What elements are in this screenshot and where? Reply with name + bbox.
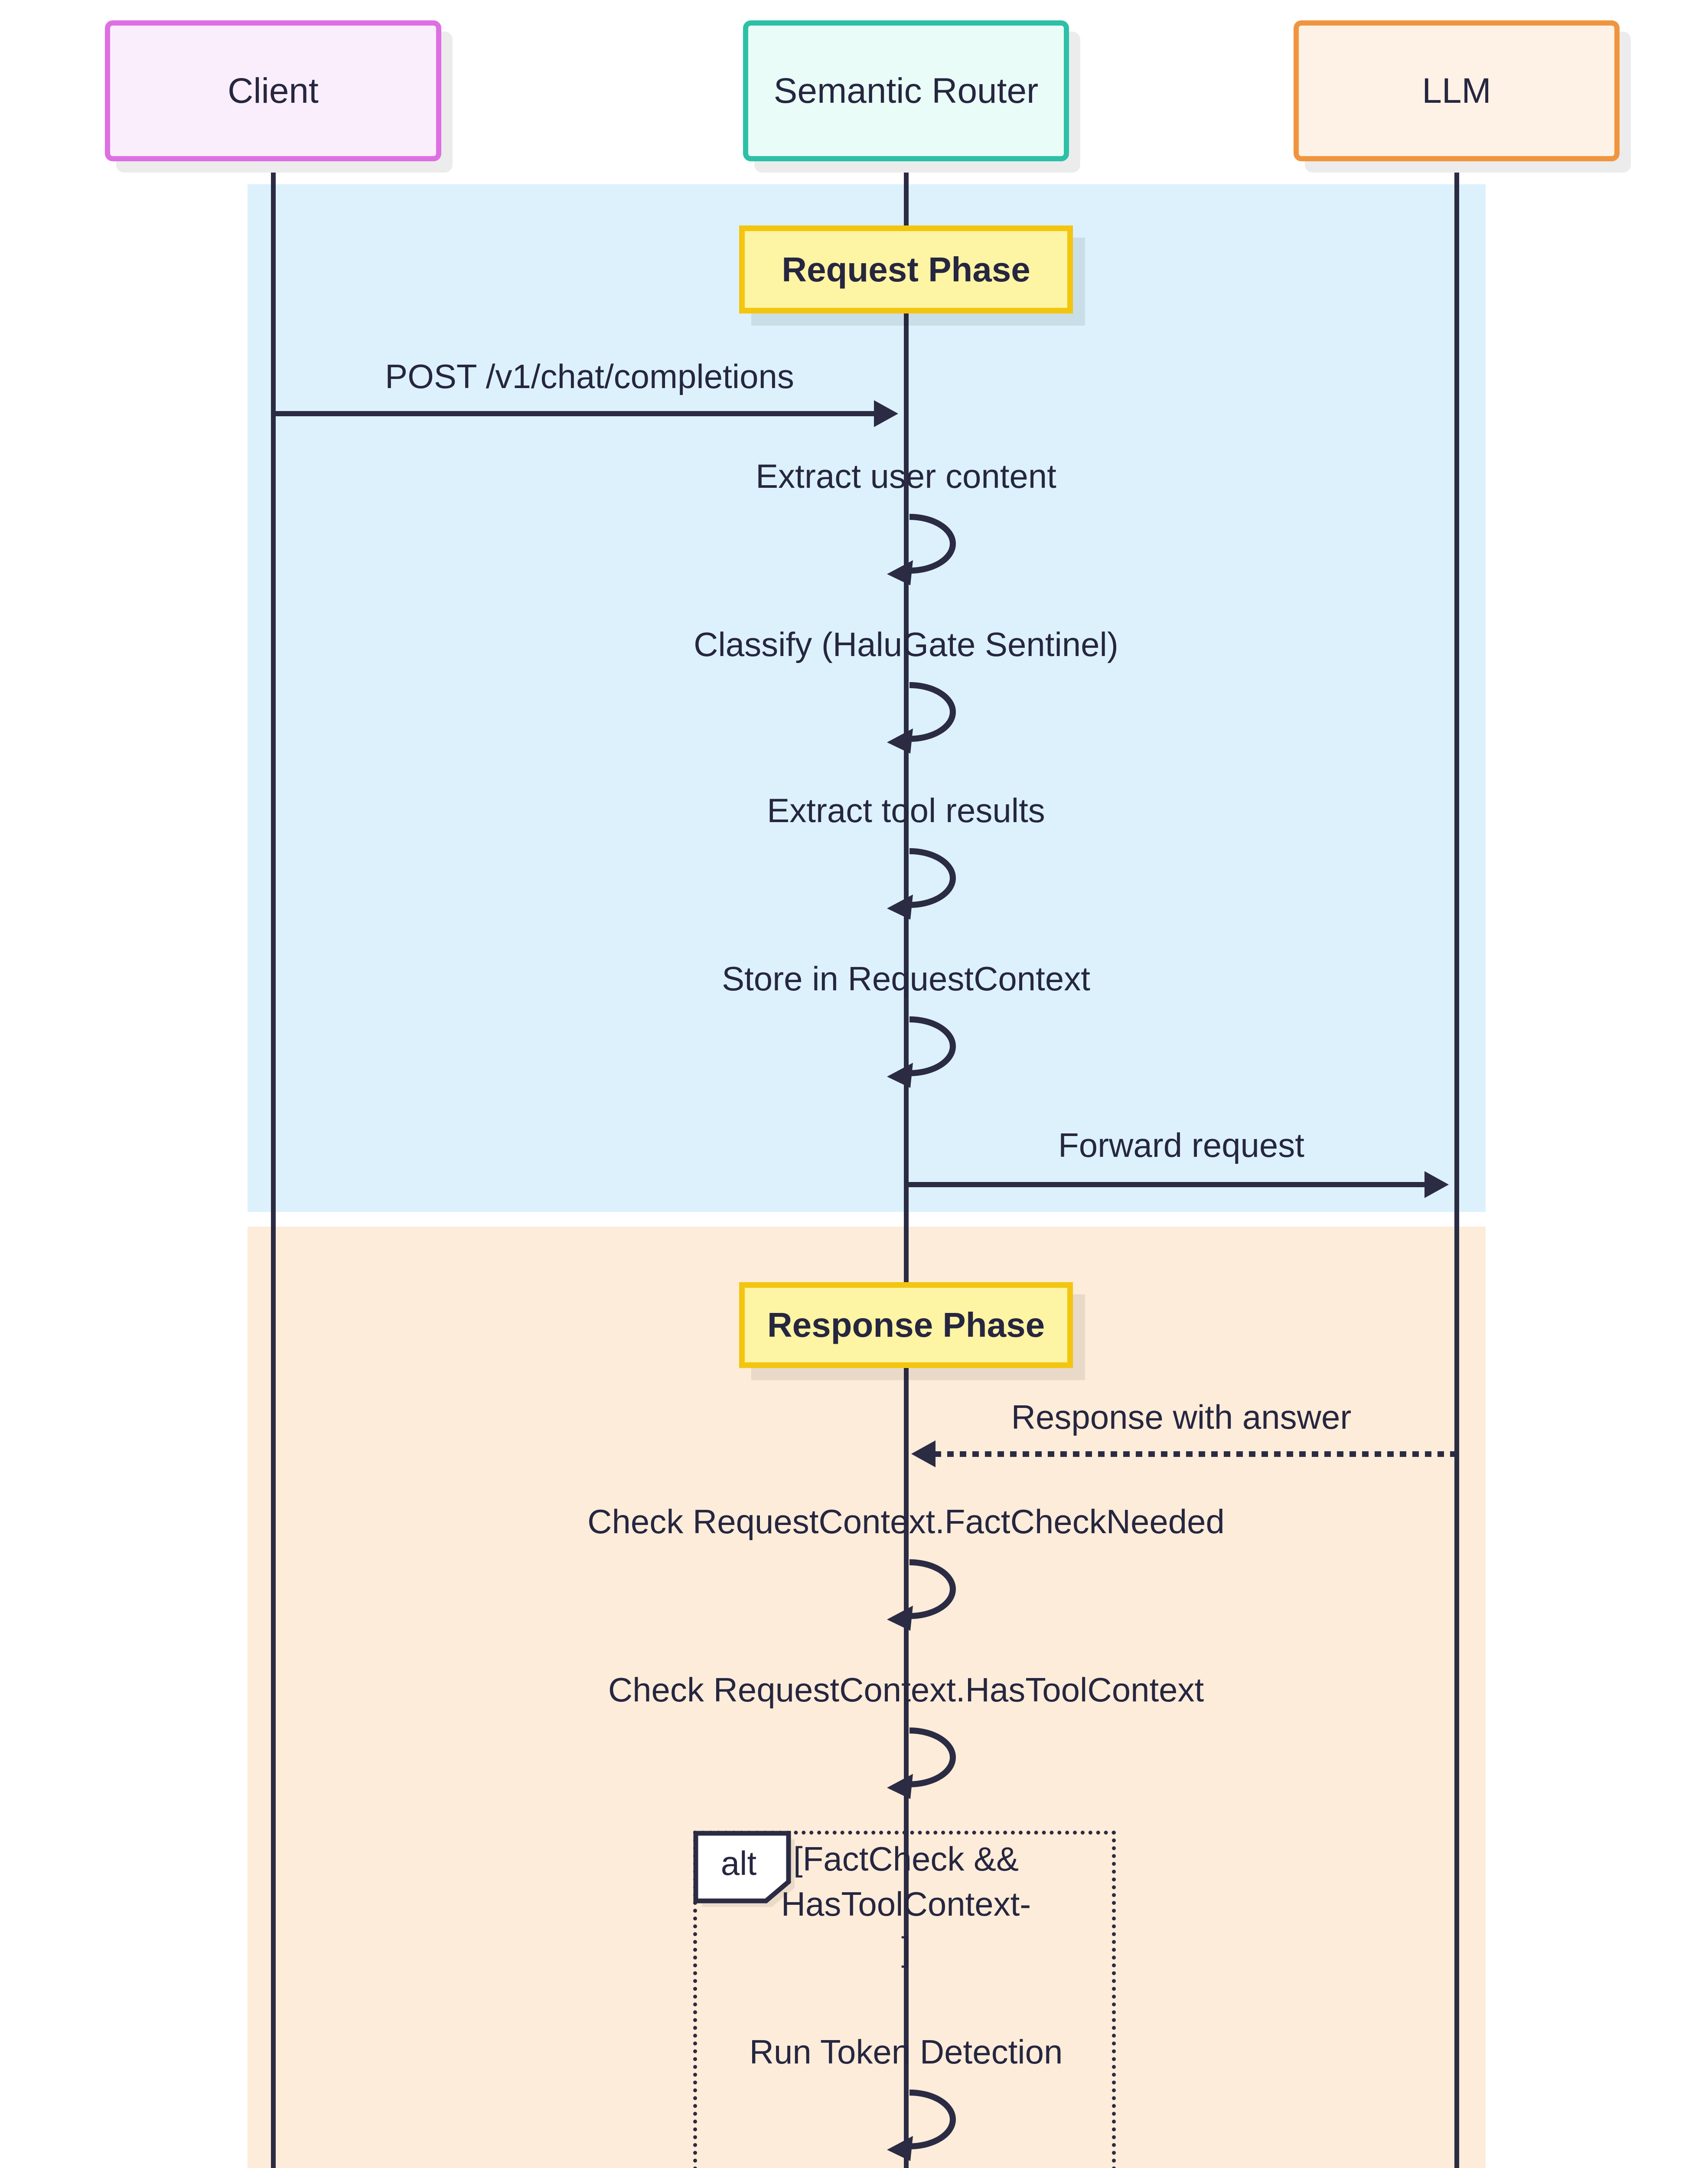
note-response-phase: Response Phase: [739, 1282, 1073, 1368]
self-loop-icon: [887, 1727, 956, 1799]
lifeline-semantic-router: [904, 160, 909, 2168]
arrowhead-left-icon: [911, 1440, 935, 1467]
message-extract-tool-label: Extract tool results: [767, 791, 1045, 829]
note-label: Request Phase: [782, 250, 1030, 289]
participant-semantic-router-top: Semantic Router: [743, 20, 1069, 161]
alt-label: alt: [693, 1831, 804, 1907]
self-loop-icon: [887, 514, 956, 585]
message-response-answer-label: Response with answer: [1011, 1398, 1352, 1436]
self-loop-icon: [887, 848, 956, 920]
message-classify-label: Classify (HaluGate Sentinel): [694, 625, 1118, 663]
lifeline-llm: [1454, 160, 1459, 2168]
message-forward-label: Forward request: [1058, 1126, 1304, 1164]
message-check-factcheck-label: Check RequestContext.FactCheckNeeded: [587, 1502, 1225, 1541]
note-label: Response Phase: [767, 1306, 1045, 1344]
arrowhead-right-icon: [1424, 1171, 1449, 1198]
participant-label: Client: [228, 71, 319, 111]
lifeline-client: [271, 160, 276, 2168]
message-check-toolctx-label: Check RequestContext.HasToolContext: [608, 1671, 1204, 1709]
participant-llm-top: LLM: [1294, 20, 1620, 161]
arrowhead-right-icon: [874, 400, 898, 427]
self-loop-icon: [887, 682, 956, 754]
request-phase-background: [248, 184, 1486, 1212]
message-run-token-label: Run Token Detection: [749, 2033, 1063, 2071]
alt-condition-true: [FactCheck && HasToolContext- ]: [781, 1840, 1031, 1968]
message-forward-line: [906, 1182, 1424, 1187]
participant-client-top: Client: [105, 20, 441, 161]
response-phase-background: [248, 1227, 1486, 2168]
self-loop-icon: [887, 2090, 956, 2161]
note-request-phase: Request Phase: [739, 225, 1073, 313]
message-response-answer-line: [935, 1451, 1457, 1457]
alt-keyword: alt: [720, 1844, 757, 1882]
message-extract-user-label: Extract user content: [756, 457, 1056, 495]
participant-label: Semantic Router: [773, 71, 1039, 111]
self-loop-icon: [887, 1016, 956, 1088]
self-loop-icon: [887, 1559, 956, 1631]
message-store-ctx-label: Store in RequestContext: [722, 960, 1090, 998]
participant-label: LLM: [1422, 71, 1491, 111]
message-post-line: [273, 411, 876, 416]
message-post-label: POST /v1/chat/completions: [385, 357, 794, 395]
